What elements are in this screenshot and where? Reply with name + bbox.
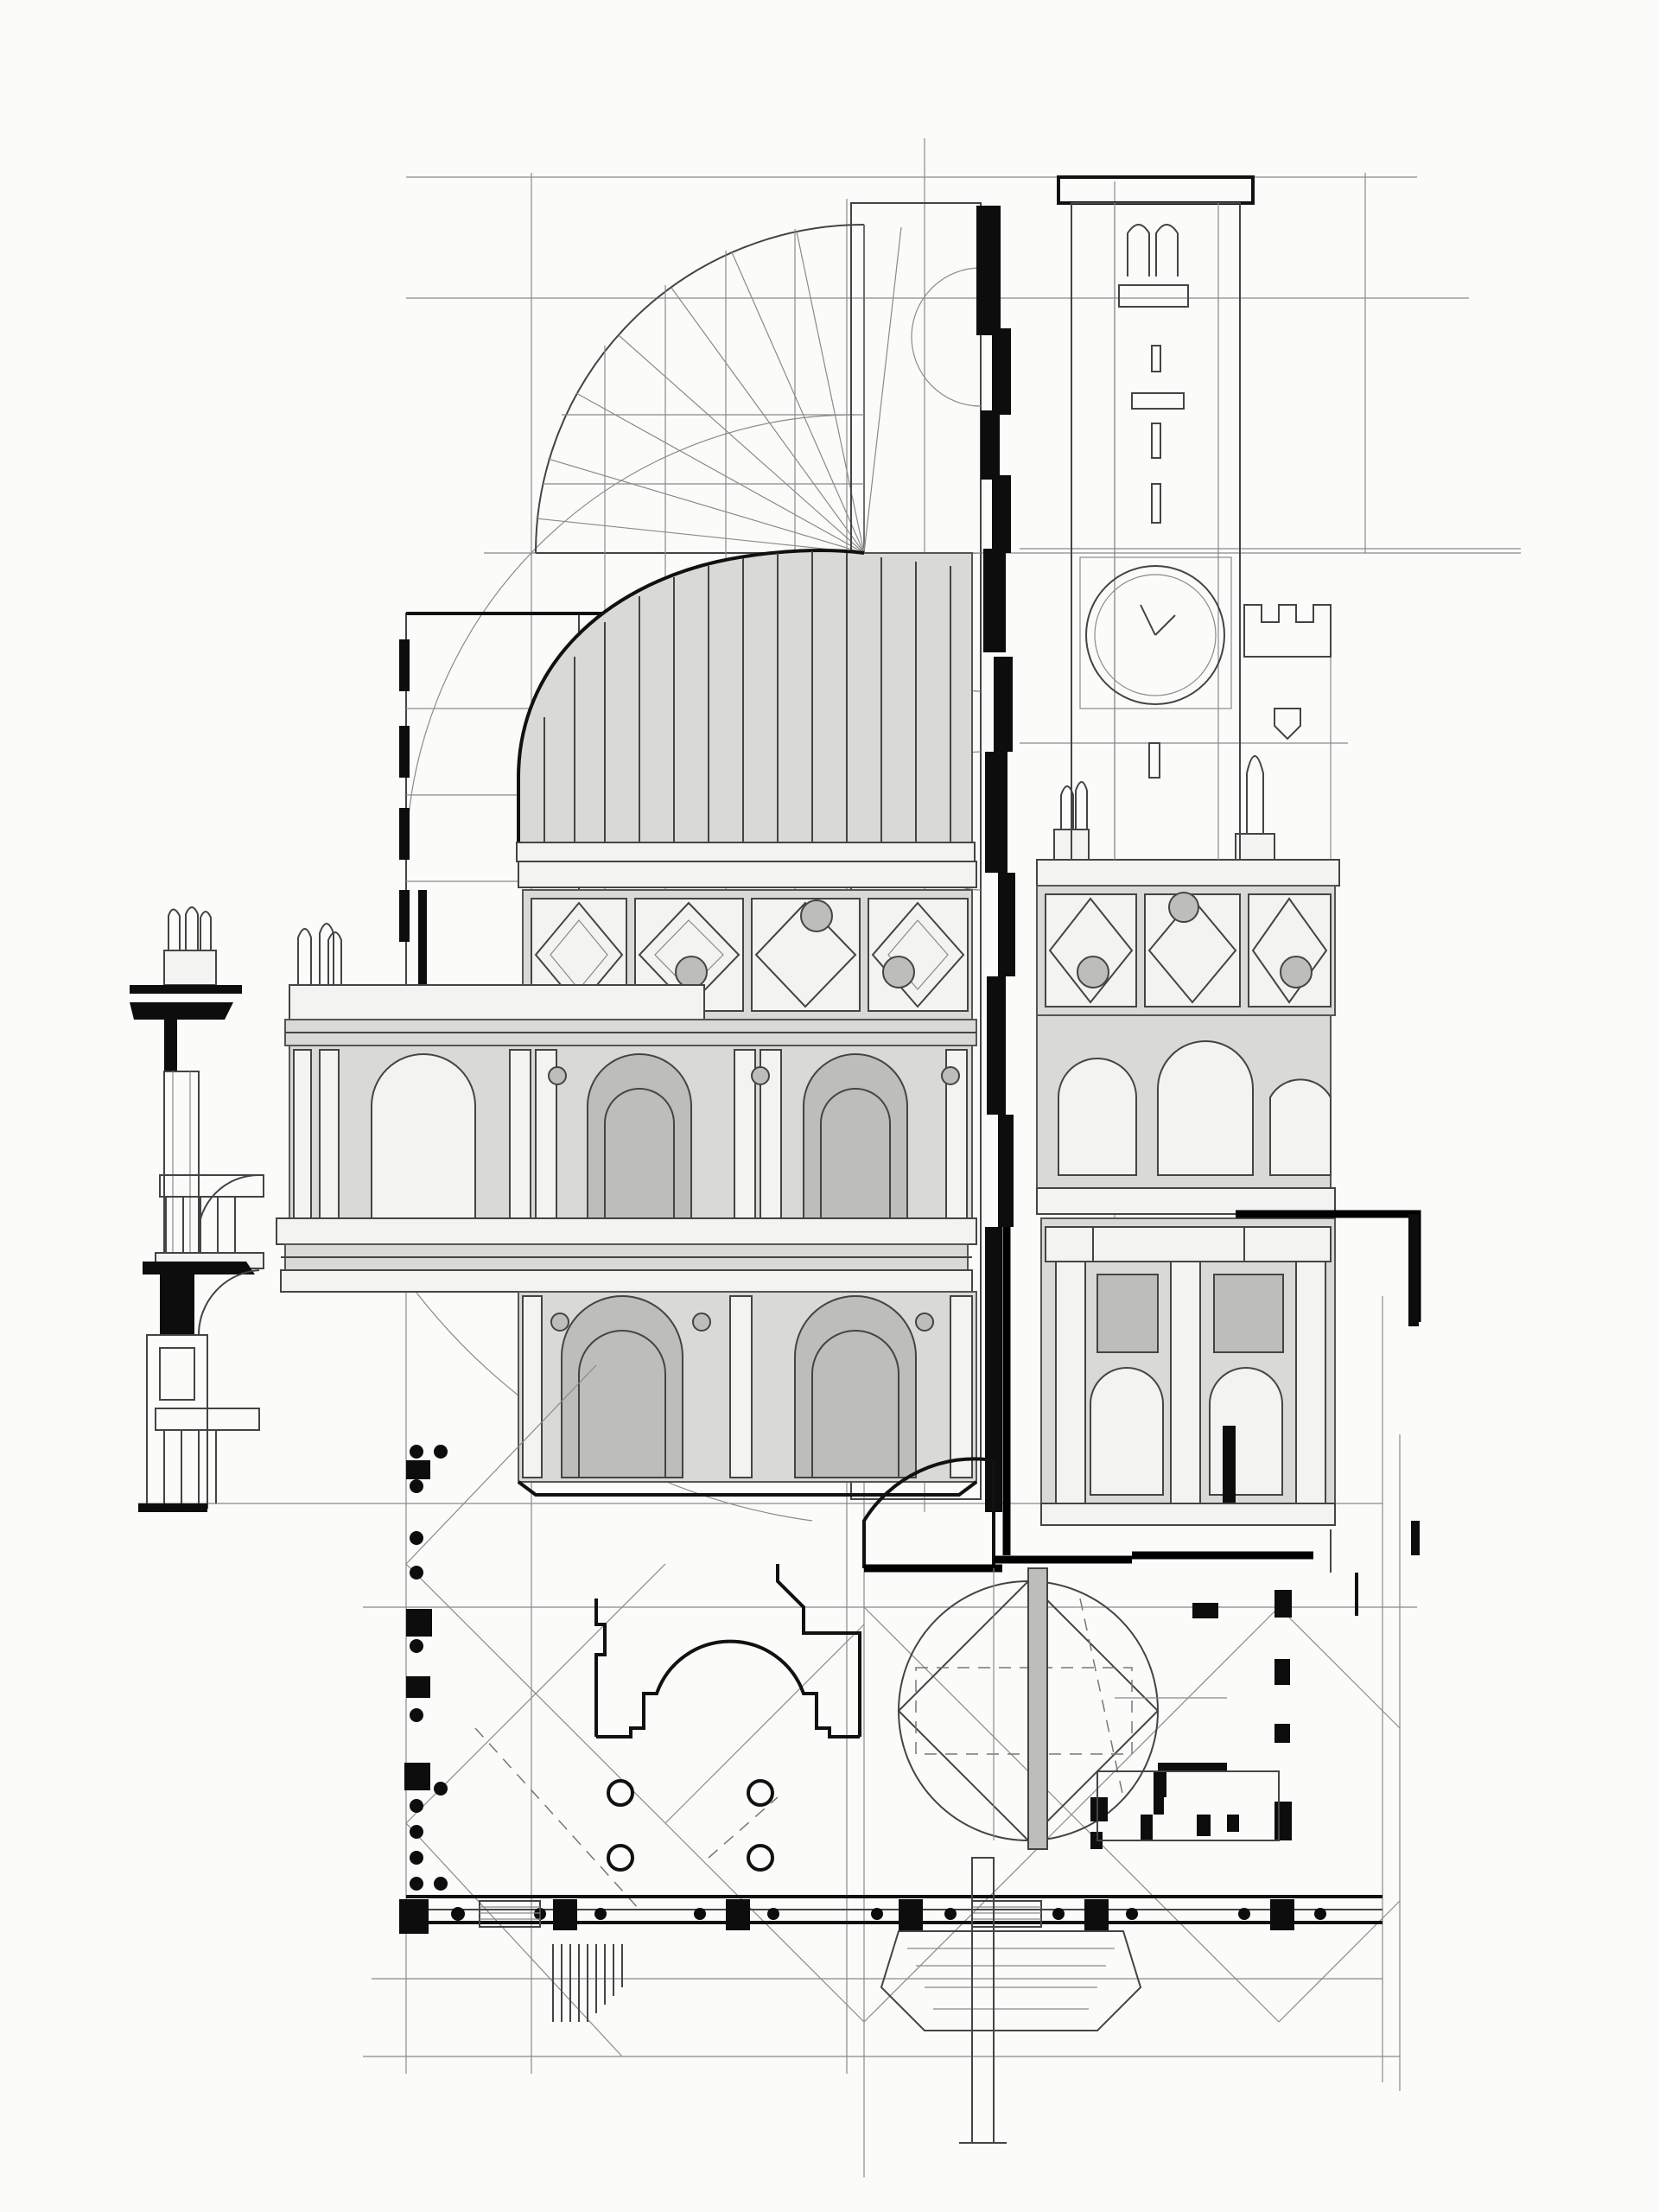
ribbed-dome — [516, 549, 976, 862]
stair-hatching — [552, 1944, 623, 2022]
upper-loggia — [276, 923, 977, 1293]
section-wall-poche — [976, 206, 1015, 1555]
portico-piers — [399, 1899, 1326, 1934]
right-plan-outline — [1330, 1529, 1358, 1616]
right-lower-order — [1040, 1210, 1421, 1555]
attic-diamond-panels — [518, 861, 977, 1020]
clock-tower — [1057, 175, 1332, 861]
floor-plan — [399, 1364, 1401, 2144]
right-attic-panels — [1036, 755, 1340, 1016]
quarter-circle-swing — [862, 1457, 1313, 1573]
right-upper-arcade — [1036, 1014, 1336, 1215]
lower-arcade — [517, 1291, 978, 1497]
left-corner-pier — [130, 906, 264, 1512]
